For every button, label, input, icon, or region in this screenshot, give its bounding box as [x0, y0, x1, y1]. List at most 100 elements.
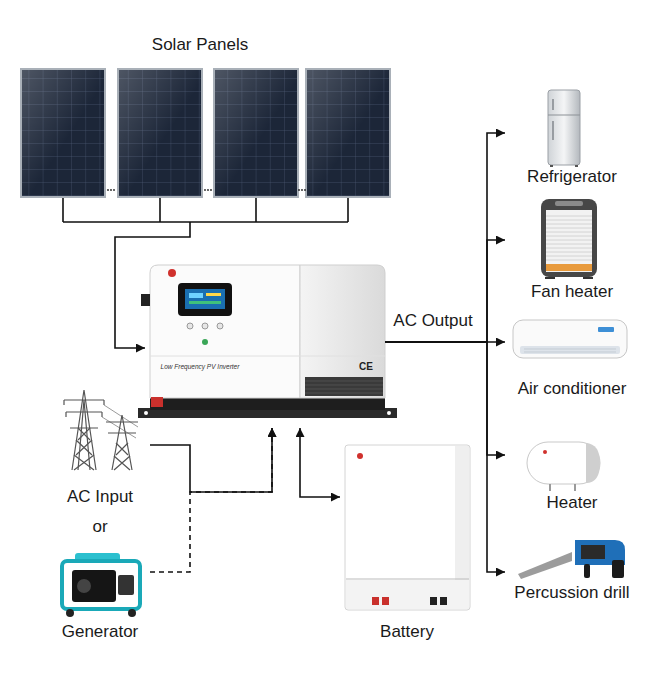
power-tower [64, 400, 104, 428]
battery-illustration [382, 597, 389, 605]
solar-panel-array [22, 70, 104, 196]
load-node: Air conditioner [505, 316, 640, 402]
percussion-drill-illustration [581, 545, 605, 559]
solar-panel-array [307, 70, 389, 196]
generator-illustration [72, 570, 116, 602]
refrigerator-illustration [575, 165, 578, 167]
load-node: Percussion drill [505, 530, 640, 606]
continuation-dots [107, 189, 306, 191]
fan-heater-illustration [546, 216, 592, 260]
continuation-dots [210, 189, 212, 191]
inverter-illustration [150, 356, 385, 357]
inverter-illustration [305, 381, 383, 393]
continuation-dots [207, 189, 209, 191]
inverter-illustration [151, 397, 163, 407]
connector [385, 342, 505, 572]
solar-panel-array [307, 70, 389, 196]
solar-panel-array [213, 68, 299, 198]
water-heater-illustration [527, 442, 600, 484]
air-conditioner-illustration [513, 320, 627, 358]
certification-mark: CE [359, 361, 373, 373]
battery-illustration [346, 580, 469, 609]
battery-illustration [430, 597, 437, 605]
generator-illustration [118, 575, 134, 595]
continuation-dots [301, 189, 303, 191]
water-heater-illustration [550, 484, 575, 491]
power-tower [64, 390, 138, 470]
connector-word: or [90, 517, 109, 537]
percussion-drill-illustration [584, 564, 590, 578]
generator-node: Generator [50, 548, 150, 645]
solar-panel-node: Solar Panels [15, 28, 395, 222]
inverter-illustration [185, 289, 225, 309]
refrigerator-illustration [550, 165, 553, 167]
generator-illustration [62, 561, 140, 609]
refrigerator-illustration [548, 115, 580, 116]
node-caption: Percussion drill [514, 583, 629, 603]
connector [115, 222, 190, 348]
water-heater-illustration [543, 450, 547, 454]
continuation-dots [113, 189, 115, 191]
load-node: Fan heater [505, 196, 640, 305]
solar-panel-array [119, 70, 201, 196]
water-heater-illustration [586, 443, 600, 483]
percussion-drill-illustration [518, 540, 625, 579]
grid-source-node: AC Input [50, 380, 150, 510]
solar-panel-array [117, 68, 203, 198]
inverter-illustration [144, 411, 148, 415]
load-node: Heater [505, 436, 640, 516]
generator-illustration [62, 553, 140, 617]
inverter-illustration [189, 301, 221, 304]
node-caption: Air conditioner [518, 379, 627, 399]
inverter-illustration [202, 323, 208, 329]
battery-illustration [357, 453, 363, 459]
node-caption: Fan heater [531, 282, 613, 302]
inverter-illustration [202, 339, 208, 345]
node-caption: Heater [546, 493, 597, 513]
connector [300, 428, 340, 497]
battery-illustration [345, 445, 470, 610]
fan-heater-illustration [546, 210, 592, 272]
fan-heater-illustration [583, 277, 593, 279]
solar-panel-array [20, 68, 391, 222]
solar-panel-array [215, 70, 297, 196]
inverter-illustration [178, 283, 232, 316]
battery-illustration [345, 445, 470, 610]
device-print: Low Frequency PV Inverter [161, 363, 240, 370]
continuation-dots [107, 189, 109, 191]
fan-heater-illustration [546, 264, 592, 271]
connector [385, 133, 505, 342]
air-conditioner-illustration [513, 320, 627, 358]
solar-panel-array [20, 68, 106, 198]
node-caption: Refrigerator [527, 167, 617, 187]
air-conditioner-illustration [524, 349, 616, 352]
generator-illustration [77, 579, 91, 593]
refrigerator-illustration [548, 90, 580, 165]
refrigerator-illustration [548, 90, 580, 167]
battery-illustration [440, 597, 447, 605]
inverter-illustration [150, 265, 300, 398]
air-conditioner-illustration [520, 346, 620, 354]
fan-heater-illustration [555, 201, 583, 206]
generator-illustration [128, 609, 136, 617]
water-heater-illustration [527, 442, 600, 491]
power-tower [64, 400, 104, 417]
fan-heater-illustration [545, 277, 555, 279]
node-caption: Solar Panels [152, 35, 248, 55]
inverter-illustration [138, 265, 397, 418]
fan-heater-illustration [541, 199, 597, 277]
inverter-illustration [141, 294, 150, 306]
solar-panel-array [119, 70, 201, 196]
load-node: Refrigerator [505, 88, 640, 190]
refrigerator-illustration [552, 99, 553, 140]
node-caption: Generator [62, 622, 139, 642]
inverter-illustration [387, 411, 391, 415]
percussion-drill-illustration [612, 560, 624, 578]
solar-panel-array [22, 70, 104, 196]
connector [150, 428, 272, 572]
inverter-illustration [168, 269, 176, 277]
inverter-illustration [206, 293, 221, 296]
continuation-dots [110, 189, 112, 191]
